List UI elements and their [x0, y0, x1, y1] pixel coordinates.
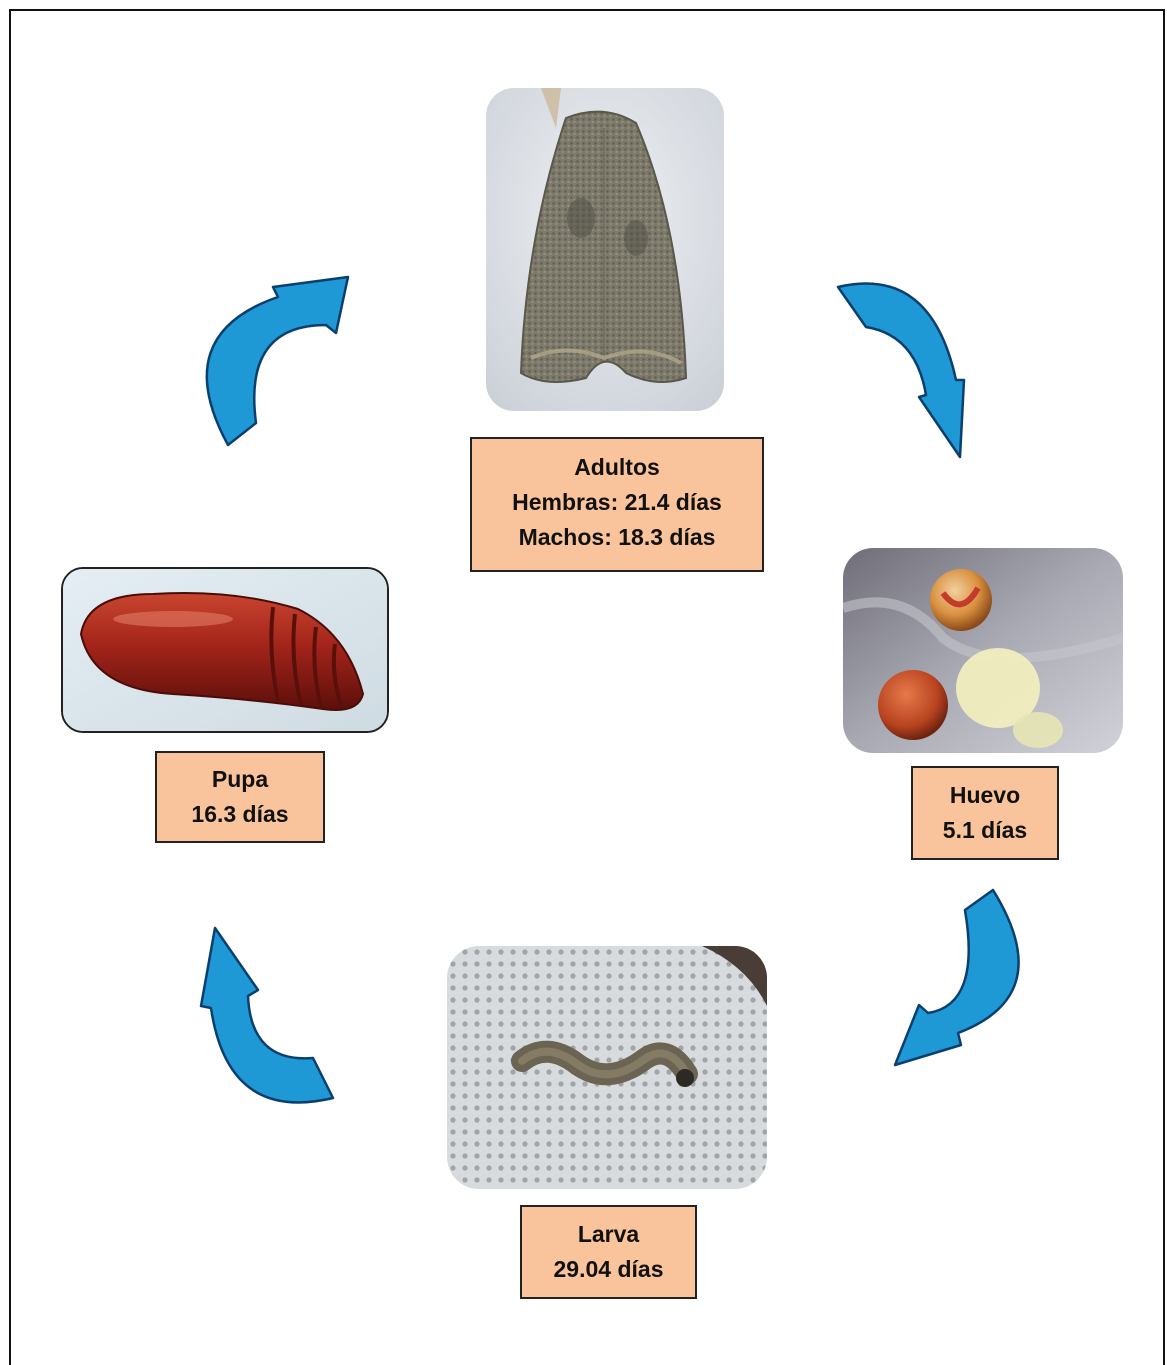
adultos-machos: Machos: 18.3 días: [472, 520, 762, 555]
adultos-label: Adultos Hembras: 21.4 días Machos: 18.3 …: [470, 437, 764, 572]
huevo-title: Huevo: [913, 778, 1057, 813]
arrow-pupa-to-adultos: [198, 275, 358, 455]
eggs-photo: [843, 548, 1123, 753]
huevo-duration: 5.1 días: [913, 813, 1057, 848]
pupa-title: Pupa: [157, 762, 323, 797]
huevo-label: Huevo 5.1 días: [911, 766, 1059, 860]
pupa-photo: [61, 567, 389, 733]
larva-title: Larva: [522, 1217, 695, 1252]
adultos-title: Adultos: [472, 450, 762, 485]
arrow-huevo-to-larva: [883, 885, 1033, 1075]
pupa-duration: 16.3 días: [157, 797, 323, 832]
adultos-hembras: Hembras: 21.4 días: [472, 485, 762, 520]
larva-label: Larva 29.04 días: [520, 1205, 697, 1299]
larva-duration: 29.04 días: [522, 1252, 695, 1287]
larva-photo: [447, 946, 767, 1189]
arrow-larva-to-pupa: [193, 918, 343, 1113]
moth-photo: [486, 88, 724, 411]
pupa-label: Pupa 16.3 días: [155, 751, 325, 843]
arrow-adultos-to-huevo: [826, 275, 976, 465]
